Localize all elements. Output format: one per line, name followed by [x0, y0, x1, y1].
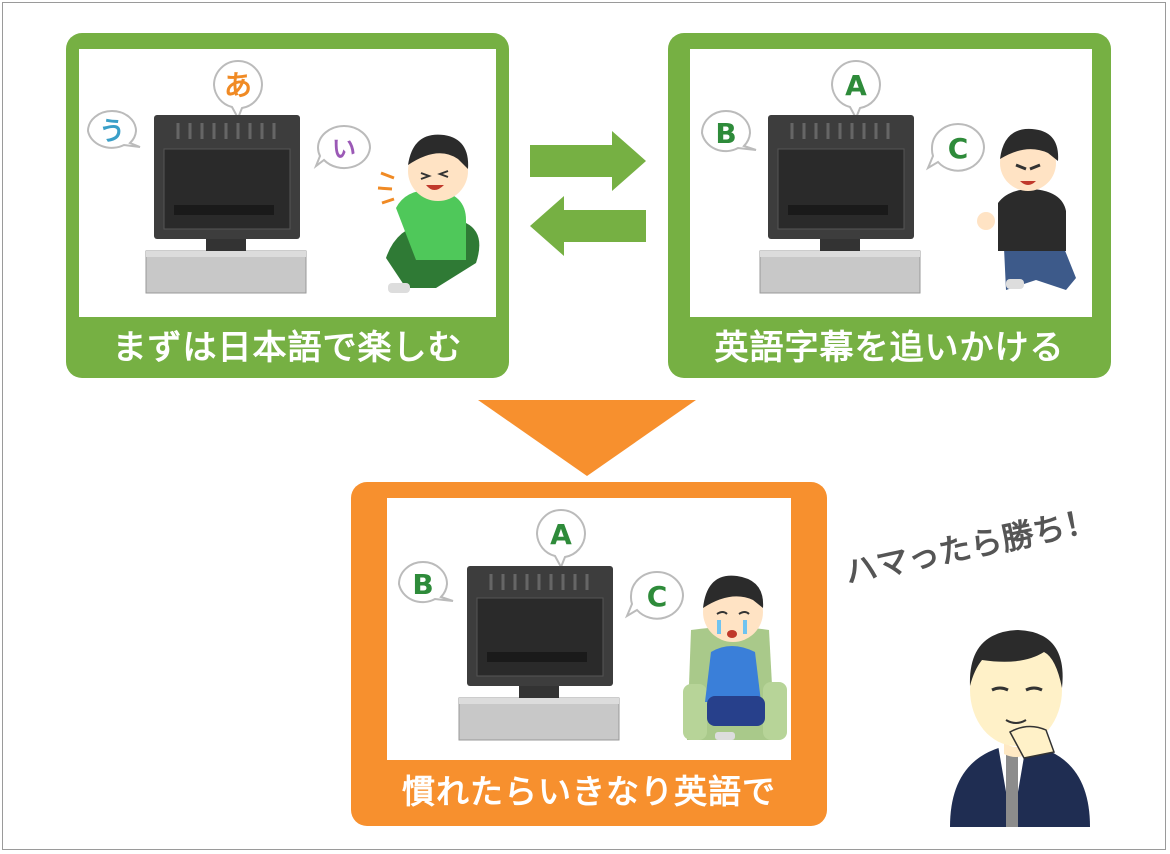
- bubble-c-text: C: [647, 580, 668, 613]
- panel-english-subtitles-caption: 英語字幕を追いかける: [714, 328, 1065, 368]
- bubble-c-text: C: [948, 132, 969, 165]
- bubble-b-text: B: [715, 117, 736, 150]
- scene-japanese: あ う い: [86, 60, 480, 294]
- person-crying-in-armchair-icon: [683, 575, 787, 740]
- speech-bubble-u: う: [86, 110, 141, 149]
- speech-bubble-c: C: [624, 571, 685, 620]
- speech-bubble-a: A: [830, 60, 882, 121]
- television-icon: [145, 115, 307, 294]
- bubble-a-text: あ: [224, 69, 252, 102]
- arrow-down-icon: [478, 400, 696, 476]
- scene-english-subtitles: A B C: [700, 60, 1076, 294]
- person-determined-icon: [977, 128, 1076, 290]
- arrow-left-icon: [530, 196, 646, 256]
- bubble-a-text: A: [550, 518, 572, 551]
- speech-bubble-c: C: [925, 123, 986, 172]
- scene-english-only: A B C: [397, 509, 787, 741]
- television-icon: [458, 566, 620, 741]
- person-laughing-icon: [377, 134, 480, 293]
- speech-bubble-i: い: [313, 125, 372, 170]
- speech-bubble-b: B: [397, 561, 454, 604]
- businessman-thinking-icon: [950, 630, 1090, 827]
- bubble-b-text: B: [412, 568, 433, 601]
- television-icon: [759, 115, 921, 294]
- bubble-a-text: A: [845, 69, 867, 102]
- speech-bubble-a: A: [535, 509, 587, 570]
- speech-bubble-a: あ: [212, 60, 264, 121]
- speech-bubble-b: B: [700, 110, 757, 153]
- panel-english-only-caption: 慣れたらいきなり英語で: [402, 772, 776, 811]
- bubble-i-text: い: [332, 135, 356, 163]
- bubble-u-text: う: [99, 117, 125, 147]
- panel-japanese-caption: まずは日本語で楽しむ: [112, 328, 463, 368]
- arrow-right-icon: [530, 131, 646, 191]
